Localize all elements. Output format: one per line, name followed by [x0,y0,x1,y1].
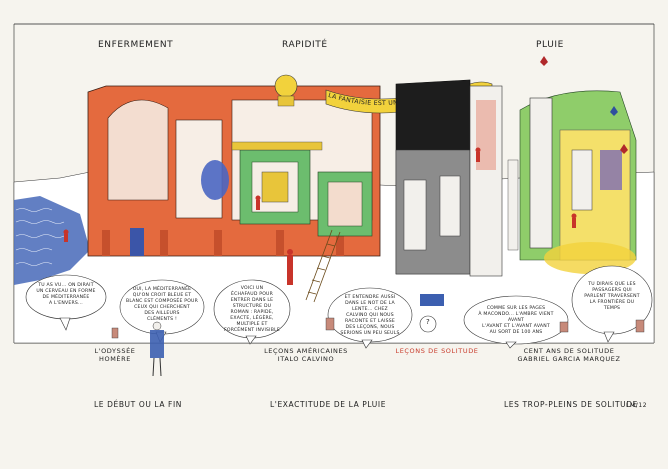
blue-shape [201,160,229,200]
caption-marquez-author: GABRIEL GARCIA MARQUEZ [517,355,621,363]
caption-calvino: LEÇONS AMÉRICAINES ITALO CALVINO [256,347,356,363]
caption-odyssey: L'ODYSSÉE HOMÈRE [80,347,150,363]
ladder [305,229,341,303]
header-left: ENFERMEMENT [98,40,174,50]
bottom-label-left: LE DÉBUT OU LA FIN [94,400,182,409]
bubble-text-3: VOICI UN ÉCHAFAUD POUR ENTRER DANS LE ST… [224,286,280,333]
caption-solitude-lessons: LEÇONS DE SOLITUDE [392,347,482,355]
bubble-text-2: OUI, LA MÉDITERRANÉE QU'ON CROIT BLEUE E… [125,287,199,322]
bubble-text-6: TU DIRAIS QUE LES PASSAGERS QUI PARLENT … [584,282,640,311]
bubble-text-5: COMME SUR LES PAGES À MACONDO... L'AMBRE… [478,306,554,335]
caption-marquez-title: CENT ANS DE SOLITUDE [523,347,615,355]
caption-odyssey-author: HOMÈRE [99,355,131,363]
header-middle: RAPIDITÉ [282,40,328,50]
sea-waves [14,196,90,285]
bubble-text-1: TU AS VU... ON DIRAIT UN CERVEAU EN FORM… [36,283,96,306]
caption-marquez: CENT ANS DE SOLITUDE GABRIEL GARCIA MARQ… [514,347,624,363]
bottom-label-right: LES TROP-PLEINS DE SOLITUDE [504,400,638,409]
green-maze [231,141,373,237]
kites [540,56,628,154]
speech-bubbles [25,265,653,349]
caption-solitude-lessons-title: LEÇONS DE SOLITUDE [395,347,479,355]
red-figures [63,147,577,285]
green-yellow-building [507,90,637,274]
bottom-label-middle: L'EXACTITUDE DE LA PLUIE [270,400,387,409]
bubble-text-question: ? [426,318,430,326]
bubble-text-4: ET ENTENDRE AUSSI DANS LE NOT DE LA LENT… [340,295,400,336]
yellow-sphere [274,74,298,98]
caption-calvino-author: ITALO CALVINO [277,355,335,363]
ground-markers [111,317,645,339]
caption-calvino-title: LEÇONS AMÉRICAINES [264,347,348,355]
grey-building [395,79,503,306]
standing-figure [150,321,164,377]
caption-odyssey-title: L'ODYSSÉE [94,347,136,355]
header-right: PLUIE [536,40,564,50]
signature: LM/12 [626,402,648,409]
blue-pillar [130,228,144,256]
